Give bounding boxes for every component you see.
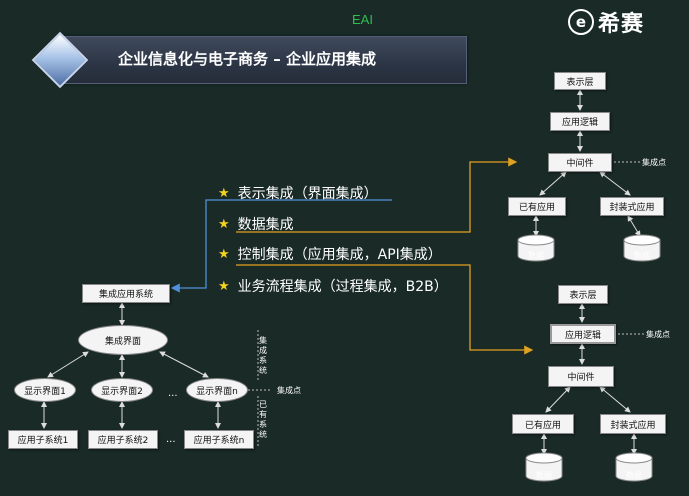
brand-logo: e 希赛 bbox=[568, 6, 644, 38]
packaged-app-bottom: 封装式应用 bbox=[600, 414, 666, 434]
data-label-top-left: 数据 bbox=[528, 251, 544, 260]
packaged-app-top: 封装式应用 bbox=[600, 197, 664, 216]
presentation-layer-bottom: 表示层 bbox=[558, 285, 608, 304]
ellipsis-displays: ... bbox=[168, 388, 178, 399]
bullet-text: 业务流程集成（过程集成，B2B） bbox=[237, 279, 448, 295]
page-title: 企业信息化与电子商务 – 企业应用集成 bbox=[118, 50, 376, 68]
display-interface-2: 显示界面2 bbox=[91, 378, 153, 402]
label-integration-point-bottom: 集成点 bbox=[646, 330, 670, 339]
logo-text: 希赛 bbox=[598, 12, 645, 37]
star-icon: ★ bbox=[218, 278, 230, 294]
label-integration-point-top: 集成点 bbox=[642, 158, 666, 167]
logo-e-icon: e bbox=[568, 9, 594, 35]
bullet-text: 控制集成（应用集成，API集成） bbox=[237, 247, 442, 263]
middleware-top: 中间件 bbox=[548, 153, 612, 172]
bullet-control: ★ 控制集成（应用集成，API集成） bbox=[218, 244, 442, 264]
display-interface-1: 显示界面1 bbox=[14, 378, 76, 402]
label-existing-system: 已有系统 bbox=[259, 400, 267, 439]
presentation-layer-top: 表示层 bbox=[554, 72, 606, 90]
subsystem-n: 应用子系统n bbox=[184, 430, 254, 449]
app-logic-top: 应用逻辑 bbox=[550, 112, 610, 131]
eai-label: EAI bbox=[352, 12, 373, 27]
bullet-text: 表示集成（界面集成） bbox=[237, 186, 378, 202]
existing-app-bottom: 已有应用 bbox=[512, 414, 574, 434]
data-label-bottom-right: 数据 bbox=[626, 471, 642, 480]
integrated-app-system-box: 集成应用系统 bbox=[82, 284, 170, 303]
existing-app-top: 已有应用 bbox=[508, 197, 566, 216]
star-icon: ★ bbox=[218, 246, 230, 262]
subsystem-2: 应用子系统2 bbox=[88, 430, 158, 449]
ellipsis-subsystems: ... bbox=[166, 434, 176, 445]
bullet-text: 数据集成 bbox=[237, 217, 294, 233]
star-icon: ★ bbox=[218, 185, 230, 201]
bullet-data: ★ 数据集成 bbox=[218, 214, 294, 234]
data-label-bottom-left: 数据 bbox=[536, 471, 552, 480]
bullet-presentation: ★ 表示集成（界面集成） bbox=[218, 183, 378, 203]
integration-interface-ellipse: 集成界面 bbox=[78, 325, 168, 355]
label-integration-point-left: 集成点 bbox=[277, 386, 301, 395]
display-interface-n: 显示界面n bbox=[186, 378, 248, 402]
subsystem-1: 应用子系统1 bbox=[8, 430, 78, 449]
star-icon: ★ bbox=[218, 216, 230, 232]
title-bar bbox=[60, 36, 467, 84]
label-integrated-system: 集成系统 bbox=[259, 336, 267, 375]
data-label-top-right: 数据 bbox=[634, 251, 650, 260]
app-logic-bottom: 应用逻辑 bbox=[550, 324, 616, 344]
bullet-process: ★ 业务流程集成（过程集成，B2B） bbox=[218, 276, 448, 296]
middleware-bottom: 中间件 bbox=[548, 366, 614, 387]
